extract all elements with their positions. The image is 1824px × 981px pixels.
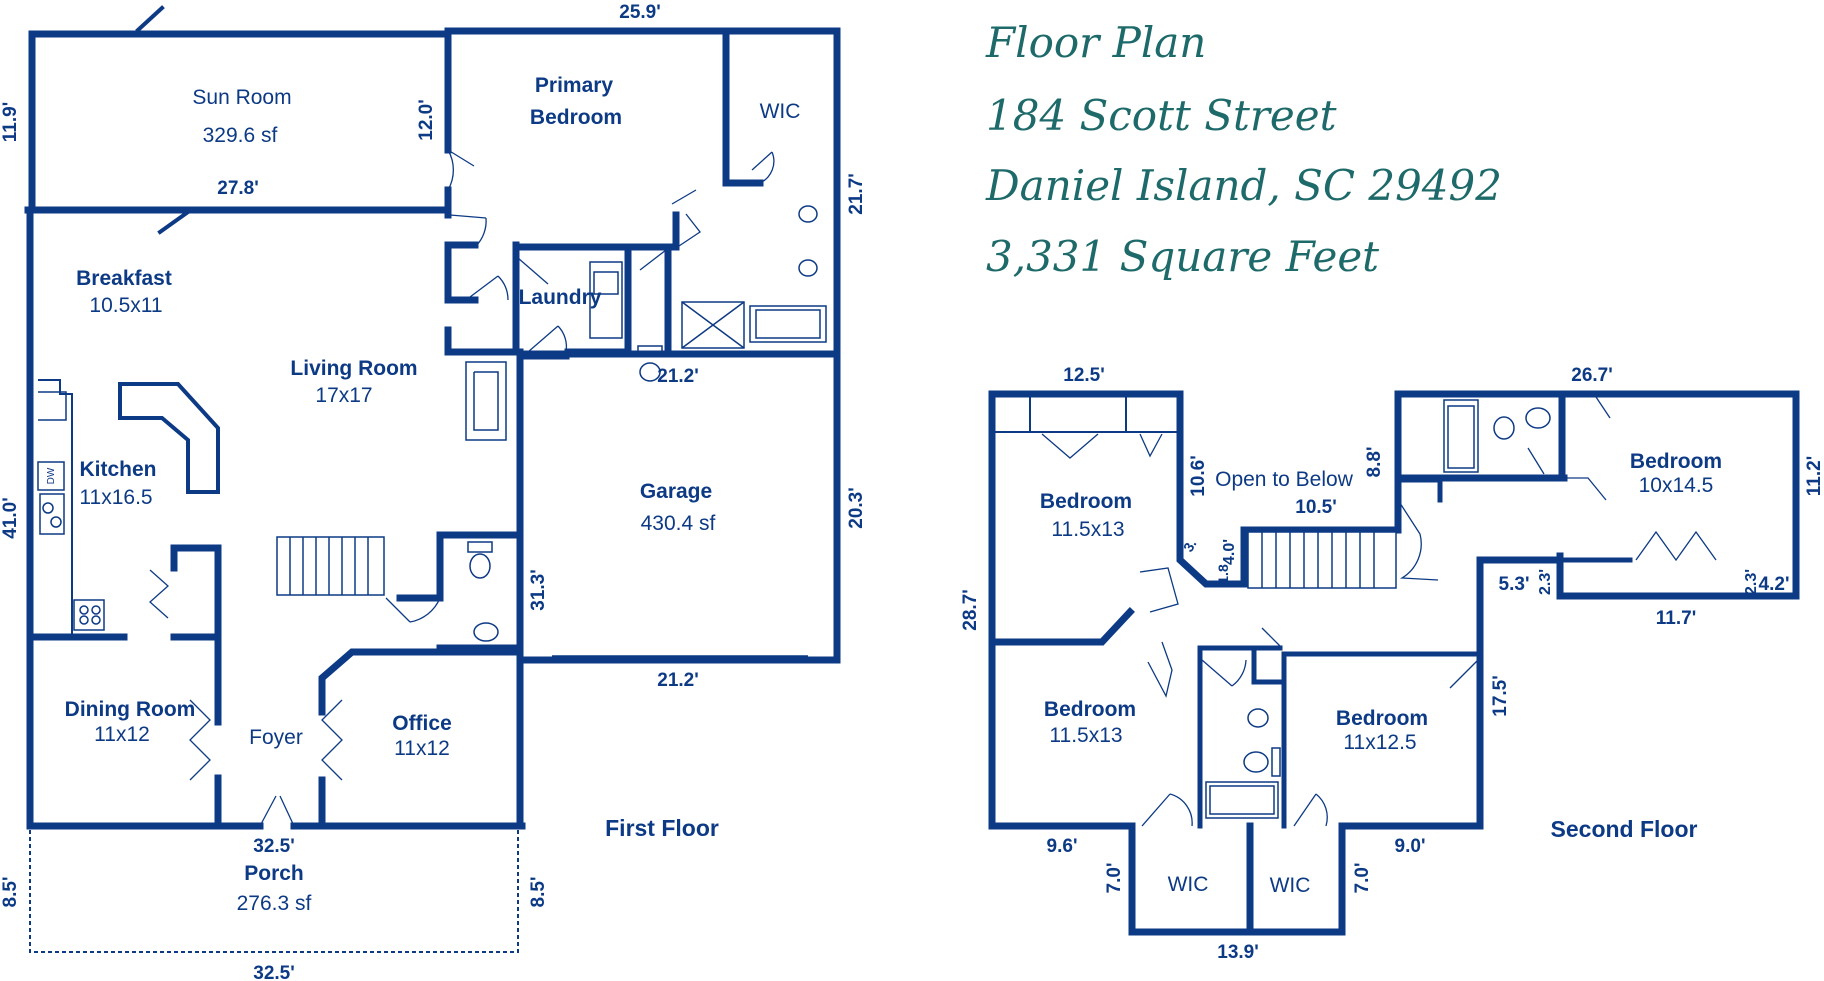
dim-sf-ne-bottom: 11.7' bbox=[1656, 608, 1696, 629]
breakfast-size: 10.5x11 bbox=[89, 294, 162, 317]
laundry-name: Laundry bbox=[519, 286, 602, 309]
breakfast-name: Breakfast bbox=[76, 267, 172, 290]
dim-sf-wic-bottom: 13.9' bbox=[1217, 942, 1259, 963]
dim-ff-porch-bottom: 32.5' bbox=[253, 963, 295, 981]
bedroom-nw-size: 11.5x13 bbox=[1051, 518, 1124, 541]
dim-sf-open-width: 10.5' bbox=[1295, 497, 1337, 518]
bedroom-sc-size: 11x12.5 bbox=[1343, 731, 1416, 754]
dim-ff-garage-top: 21.2' bbox=[657, 366, 699, 387]
dim-sf-top-right: 26.7' bbox=[1571, 365, 1613, 386]
first-floor-walls bbox=[24, 27, 841, 830]
dim-ff-porch-left: 8.5' bbox=[0, 877, 21, 908]
dim-ff-garage-right: 20.3' bbox=[846, 487, 867, 529]
dim-sf-wic-left-h: 7.0' bbox=[1104, 863, 1125, 894]
dim-sf-bedroom-sc-right: 17.5' bbox=[1490, 675, 1511, 717]
title-line4: 3,331 Square Feet bbox=[986, 232, 1379, 281]
office-name: Office bbox=[392, 712, 452, 735]
dim-sf-bottom-left: 9.6' bbox=[1047, 836, 1078, 857]
first-floor-label: First Floor bbox=[605, 815, 719, 841]
title-line2: 184 Scott Street bbox=[986, 91, 1337, 140]
dim-sf-ne-step-v2: 2.3' bbox=[1743, 569, 1760, 595]
foyer-name: Foyer bbox=[249, 726, 303, 749]
dim-ff-sun-right: 12.0' bbox=[416, 99, 437, 141]
title-block: Floor Plan 184 Scott Street Daniel Islan… bbox=[985, 18, 1502, 281]
dim-ff-top: 25.9' bbox=[619, 2, 661, 23]
first-floor-details bbox=[29, 5, 827, 953]
dim-sf-ne-step-v1: 2.3' bbox=[1537, 569, 1554, 595]
bedroom-ne-size: 10x14.5 bbox=[1639, 474, 1714, 497]
dim-ff-sun-left: 11.9' bbox=[0, 102, 21, 142]
primary-bedroom-name-1: Primary bbox=[535, 74, 614, 97]
dim-sf-top-left: 12.5' bbox=[1063, 365, 1105, 386]
dim-sf-wic-right-h: 7.0' bbox=[1352, 863, 1373, 894]
office-size: 11x12 bbox=[394, 737, 450, 760]
dining-room-size: 11x12 bbox=[94, 723, 150, 746]
second-floor-dimensions: 12.5' 26.7' 28.7' 10.6' 10.5' 8.8' 3. 4.… bbox=[960, 365, 1824, 963]
dim-ff-front: 32.5' bbox=[253, 836, 295, 857]
porch-name: Porch bbox=[244, 862, 304, 885]
dim-ff-garage-left: 31.3' bbox=[528, 569, 549, 611]
dim-sf-open-right: 8.8' bbox=[1364, 447, 1385, 478]
open-to-below-label: Open to Below bbox=[1215, 468, 1354, 491]
dim-sf-left: 28.7' bbox=[960, 589, 981, 631]
dim-sf-ne-step-left: 5.3' bbox=[1499, 574, 1530, 595]
dim-sf-small-c: 1.8 bbox=[1215, 564, 1231, 584]
second-floor-label: Second Floor bbox=[1551, 816, 1698, 842]
garage-name: Garage bbox=[640, 480, 712, 503]
porch-size: 276.3 sf bbox=[237, 892, 312, 915]
dim-sf-bottom-right: 9.0' bbox=[1395, 836, 1426, 857]
title-line1: Floor Plan bbox=[985, 18, 1206, 67]
primary-bedroom-name-2: Bedroom bbox=[530, 106, 622, 129]
bedroom-sw-size: 11.5x13 bbox=[1049, 724, 1122, 747]
dim-sf-small-b: 4.0' bbox=[1221, 539, 1238, 565]
dim-ff-sun-bottom: 27.8' bbox=[217, 178, 259, 199]
bedroom-sc-name: Bedroom bbox=[1336, 707, 1428, 730]
dim-ff-bath-right: 21.7' bbox=[846, 173, 867, 215]
kitchen-size: 11x16.5 bbox=[79, 486, 152, 509]
garage-size: 430.4 sf bbox=[641, 512, 716, 535]
bedroom-sw-name: Bedroom bbox=[1044, 698, 1136, 721]
dim-ff-porch-right: 8.5' bbox=[528, 877, 549, 908]
title-line3: Daniel Island, SC 29492 bbox=[985, 161, 1502, 210]
sun-room-name: Sun Room bbox=[192, 86, 291, 109]
dim-ff-garage-bottom: 21.2' bbox=[657, 670, 699, 691]
dining-room-name: Dining Room bbox=[65, 698, 196, 721]
living-room-name: Living Room bbox=[290, 357, 417, 380]
bedroom-nw-name: Bedroom bbox=[1040, 490, 1132, 513]
sun-room-size: 329.6 sf bbox=[203, 124, 278, 147]
first-floor-labels: Sun Room 329.6 sf Primary Bedroom WIC Br… bbox=[46, 74, 800, 915]
dim-sf-ne-step-right: 4.2' bbox=[1759, 574, 1790, 595]
second-floor-labels: Bedroom 11.5x13 Open to Below Bedroom 10… bbox=[1040, 450, 1722, 897]
second-floor-details bbox=[1041, 393, 1717, 827]
dim-sf-nw-right: 10.6' bbox=[1188, 455, 1209, 497]
wic-right-name: WIC bbox=[1270, 874, 1311, 897]
dim-sf-ne-right: 11.2' bbox=[1804, 456, 1824, 496]
living-room-size: 17x17 bbox=[315, 384, 372, 407]
dishwasher-label: DW bbox=[46, 467, 57, 484]
wic-left-name: WIC bbox=[1168, 873, 1209, 896]
first-floor-dimensions: 25.9' 11.9' 12.0' 27.8' 21.7' 21.2' 20.3… bbox=[0, 2, 867, 981]
second-floor-walls bbox=[988, 390, 1800, 936]
primary-wic-name: WIC bbox=[760, 100, 801, 123]
dim-ff-left: 41.0' bbox=[0, 497, 21, 539]
bedroom-ne-name: Bedroom bbox=[1630, 450, 1722, 473]
kitchen-name: Kitchen bbox=[79, 458, 156, 481]
